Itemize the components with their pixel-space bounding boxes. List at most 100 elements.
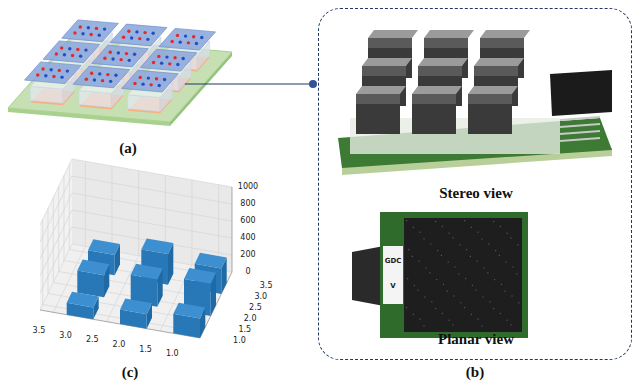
surface-speck bbox=[408, 249, 409, 250]
bar-top bbox=[88, 239, 120, 255]
charge-dot bbox=[130, 36, 133, 39]
panel-label: (c) bbox=[122, 364, 139, 381]
charge-dot bbox=[133, 82, 136, 85]
surface-speck bbox=[517, 244, 518, 245]
axis-tick: 800 bbox=[240, 200, 255, 209]
surface-speck bbox=[507, 233, 508, 234]
charge-dot bbox=[195, 42, 198, 45]
header-pin bbox=[560, 124, 600, 127]
charge-dot bbox=[93, 78, 96, 81]
charge-dot bbox=[146, 38, 149, 41]
charge-dot bbox=[81, 32, 84, 35]
surface-speck bbox=[431, 301, 432, 302]
surface-speck bbox=[518, 302, 519, 303]
charge-dot bbox=[122, 36, 125, 39]
charge-dot bbox=[160, 61, 163, 64]
surface-speck bbox=[407, 278, 408, 279]
circuit-board bbox=[8, 38, 232, 122]
charge-dot bbox=[98, 33, 101, 36]
dashed-panel: Stereo viewPlanar view bbox=[318, 8, 632, 360]
surface-speck bbox=[464, 220, 465, 221]
tape-label bbox=[383, 246, 403, 304]
charge-dot bbox=[119, 58, 122, 61]
surface-speck bbox=[418, 290, 419, 291]
axis-tick: 3.0 bbox=[254, 293, 267, 302]
bar-face bbox=[77, 271, 104, 298]
bar-top bbox=[131, 264, 163, 280]
surface-speck bbox=[493, 221, 494, 222]
top-electrode bbox=[43, 41, 100, 63]
sensor-unit bbox=[73, 66, 130, 109]
axis-tick: 2.5 bbox=[86, 336, 99, 345]
charge-dot bbox=[109, 51, 112, 54]
axis-tick: 1000 bbox=[238, 183, 258, 192]
surface-speck bbox=[454, 266, 455, 267]
surface-speck bbox=[452, 237, 453, 238]
sensor-unit bbox=[122, 70, 179, 113]
charge-dot bbox=[55, 52, 58, 55]
leader-line bbox=[185, 83, 313, 84]
top-electrode bbox=[25, 62, 82, 84]
top-electrode bbox=[140, 49, 197, 71]
charge-dot bbox=[89, 33, 92, 36]
leader-dot bbox=[309, 80, 317, 88]
charge-dot bbox=[181, 57, 184, 60]
surface-speck bbox=[493, 308, 494, 309]
charge-dot bbox=[103, 57, 106, 60]
surface-speck bbox=[452, 324, 453, 325]
charge-dot bbox=[111, 57, 114, 60]
panel-label: (b) bbox=[466, 364, 484, 381]
charge-dot bbox=[139, 76, 142, 79]
tile-top bbox=[424, 30, 474, 38]
surface-speck bbox=[435, 221, 436, 222]
handwritten-note: V bbox=[390, 283, 395, 291]
charge-dot bbox=[52, 75, 55, 78]
charge-dot bbox=[106, 73, 109, 76]
surface-speck bbox=[506, 262, 507, 263]
tile-top bbox=[368, 30, 418, 38]
bar-top bbox=[195, 253, 227, 269]
surface-speck bbox=[481, 238, 482, 239]
charge-dot bbox=[143, 31, 146, 34]
surface-speck bbox=[466, 249, 467, 250]
charge-dot bbox=[138, 37, 141, 40]
charge-dot bbox=[41, 67, 44, 70]
tile-shade bbox=[412, 94, 456, 104]
surface-speck bbox=[489, 301, 490, 302]
tile-shade bbox=[368, 38, 412, 48]
axis-tick: 3.0 bbox=[59, 332, 72, 341]
surface-speck bbox=[412, 256, 413, 257]
surface-speck bbox=[420, 319, 421, 320]
charge-dot bbox=[109, 80, 112, 83]
top-electrode bbox=[73, 66, 130, 88]
tile-side bbox=[468, 94, 512, 134]
surface-speck bbox=[430, 243, 431, 244]
axis-tick: 1.0 bbox=[233, 337, 246, 346]
tile-side bbox=[412, 94, 456, 134]
surface-speck bbox=[505, 291, 506, 292]
charge-dot bbox=[98, 72, 101, 75]
tile-top bbox=[480, 30, 530, 38]
bar-top bbox=[173, 303, 205, 319]
top-electrode bbox=[122, 70, 179, 92]
tile-shade bbox=[356, 94, 400, 104]
surface-speck bbox=[501, 284, 502, 285]
tile-top bbox=[474, 58, 524, 66]
charge-dot bbox=[158, 84, 161, 87]
chart-pane bbox=[40, 159, 72, 310]
top-electrode bbox=[159, 28, 216, 50]
axis-tick: 1.5 bbox=[139, 346, 152, 355]
surface-speck bbox=[424, 296, 425, 297]
grid-line bbox=[40, 159, 232, 225]
surface-speck bbox=[423, 238, 424, 239]
surface-speck bbox=[510, 324, 511, 325]
tile-top bbox=[356, 86, 406, 94]
view-caption: Stereo view bbox=[439, 185, 512, 202]
charge-dot bbox=[133, 53, 136, 56]
surface-speck bbox=[420, 232, 421, 233]
charge-dot bbox=[152, 61, 155, 64]
charge-dot bbox=[63, 53, 66, 56]
data-bar bbox=[67, 292, 99, 320]
data-bar bbox=[120, 299, 152, 329]
